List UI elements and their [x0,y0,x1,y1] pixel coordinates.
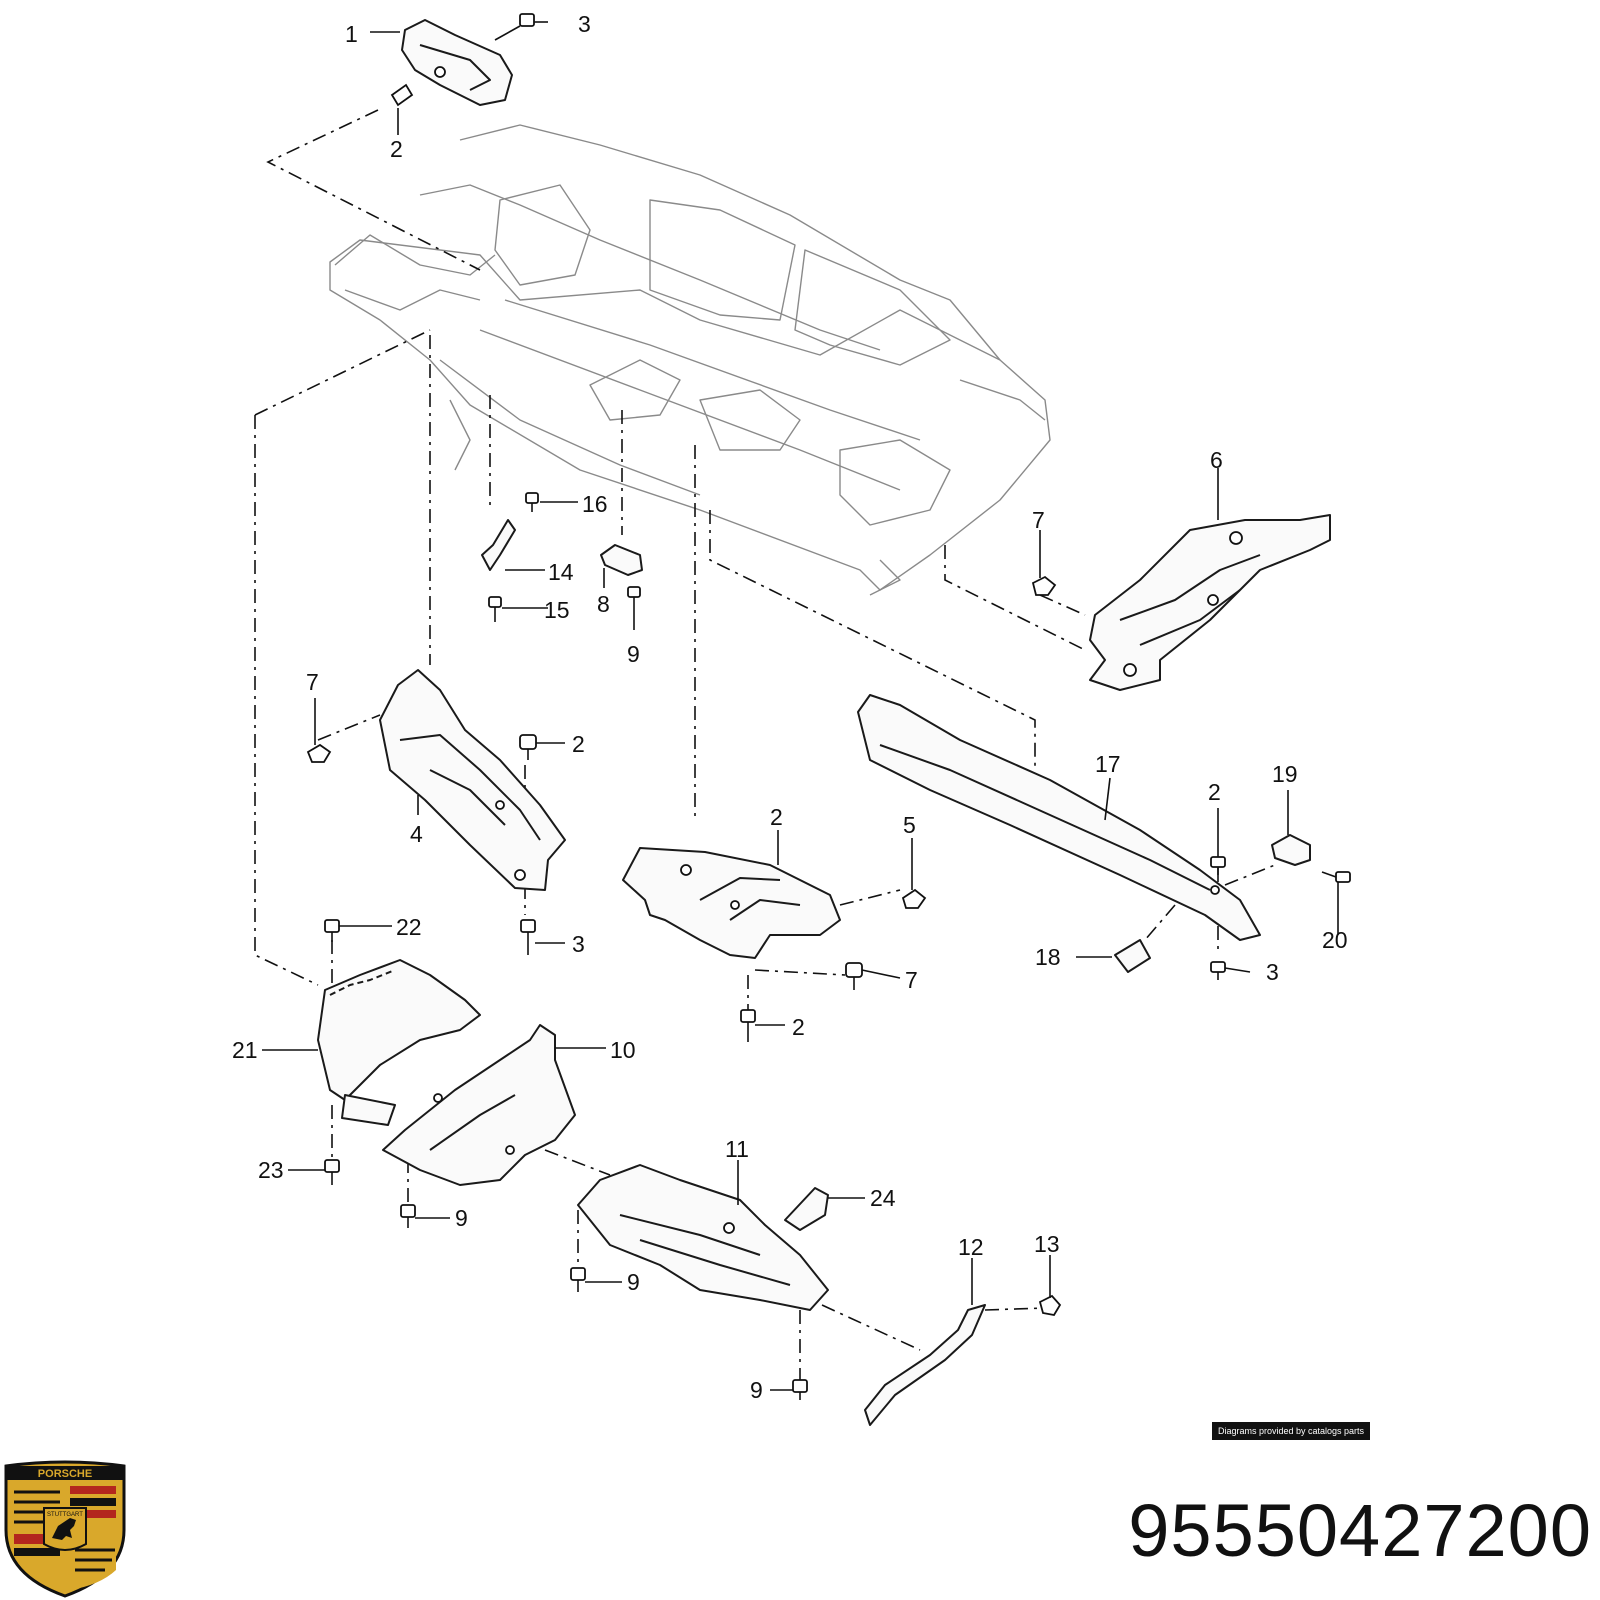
svg-text:STUTTGART: STUTTGART [47,1512,83,1518]
part-12-strut [864,1304,986,1426]
part-10-front-panel [382,1024,576,1186]
part-number: 95550427200 [1128,1489,1592,1572]
callout-numbers: 1 2 3 2 16 14 15 8 9 7 4 2 3 6 7 17 2 19… [232,11,1348,1403]
callout-3: 3 [1266,959,1279,985]
callout-21: 21 [232,1037,258,1063]
callout-19: 19 [1272,761,1298,787]
callout-12: 12 [958,1234,984,1260]
callout-15: 15 [544,597,570,623]
callout-11: 11 [725,1136,749,1162]
callout-10: 10 [610,1037,636,1063]
callout-9: 9 [750,1377,763,1403]
callout-1: 1 [345,21,358,47]
part-21-front-deflector [317,959,481,1126]
callout-2: 2 [770,804,783,830]
part-1-cover [401,19,513,106]
part-11-center-panel [577,1164,829,1311]
callout-18: 18 [1035,944,1061,970]
credit-label: Diagrams provided by catalogs parts [1212,1422,1370,1440]
callout-20: 20 [1322,927,1348,953]
callout-14: 14 [548,559,574,585]
callout-2: 2 [792,1014,805,1040]
callout-22: 22 [396,914,422,940]
callout-2: 2 [390,136,403,162]
callout-6: 6 [1210,447,1223,473]
svg-text:PORSCHE: PORSCHE [38,1468,92,1480]
part-18-pad [1114,939,1151,973]
callout-9: 9 [627,1269,640,1295]
callout-9: 9 [455,1205,468,1231]
part-4-tunnel-bracket [379,669,566,891]
part-6-rear-panel [1089,514,1331,691]
part-19-clip [1271,834,1311,866]
fasteners [306,13,1351,1400]
porsche-crest-logo: PORSCHE STUTTGART [4,1460,126,1598]
part-5-underbody-panel [622,847,841,959]
callout-7: 7 [1032,507,1045,533]
callout-3: 3 [572,931,585,957]
callout-7: 7 [905,967,918,993]
callout-2: 2 [1208,779,1221,805]
callout-16: 16 [582,491,608,517]
callout-4: 4 [410,821,423,847]
callout-23: 23 [258,1157,284,1183]
callout-2: 2 [572,731,585,757]
callout-17: 17 [1095,751,1121,777]
callout-5: 5 [903,812,916,838]
alignment-lines [254,109,1276,1380]
callout-7: 7 [306,669,319,695]
part-24-clip [784,1187,829,1231]
callout-13: 13 [1034,1231,1060,1257]
car-body-outline [329,124,1051,596]
part-14-bracket [481,519,516,571]
part-17-longitudinal-panel [857,694,1261,941]
callout-3: 3 [578,11,591,37]
callout-8: 8 [597,591,610,617]
part-8-clip [600,544,643,576]
callout-9: 9 [627,641,640,667]
leader-lines [262,21,1339,1391]
callout-24: 24 [870,1185,896,1211]
